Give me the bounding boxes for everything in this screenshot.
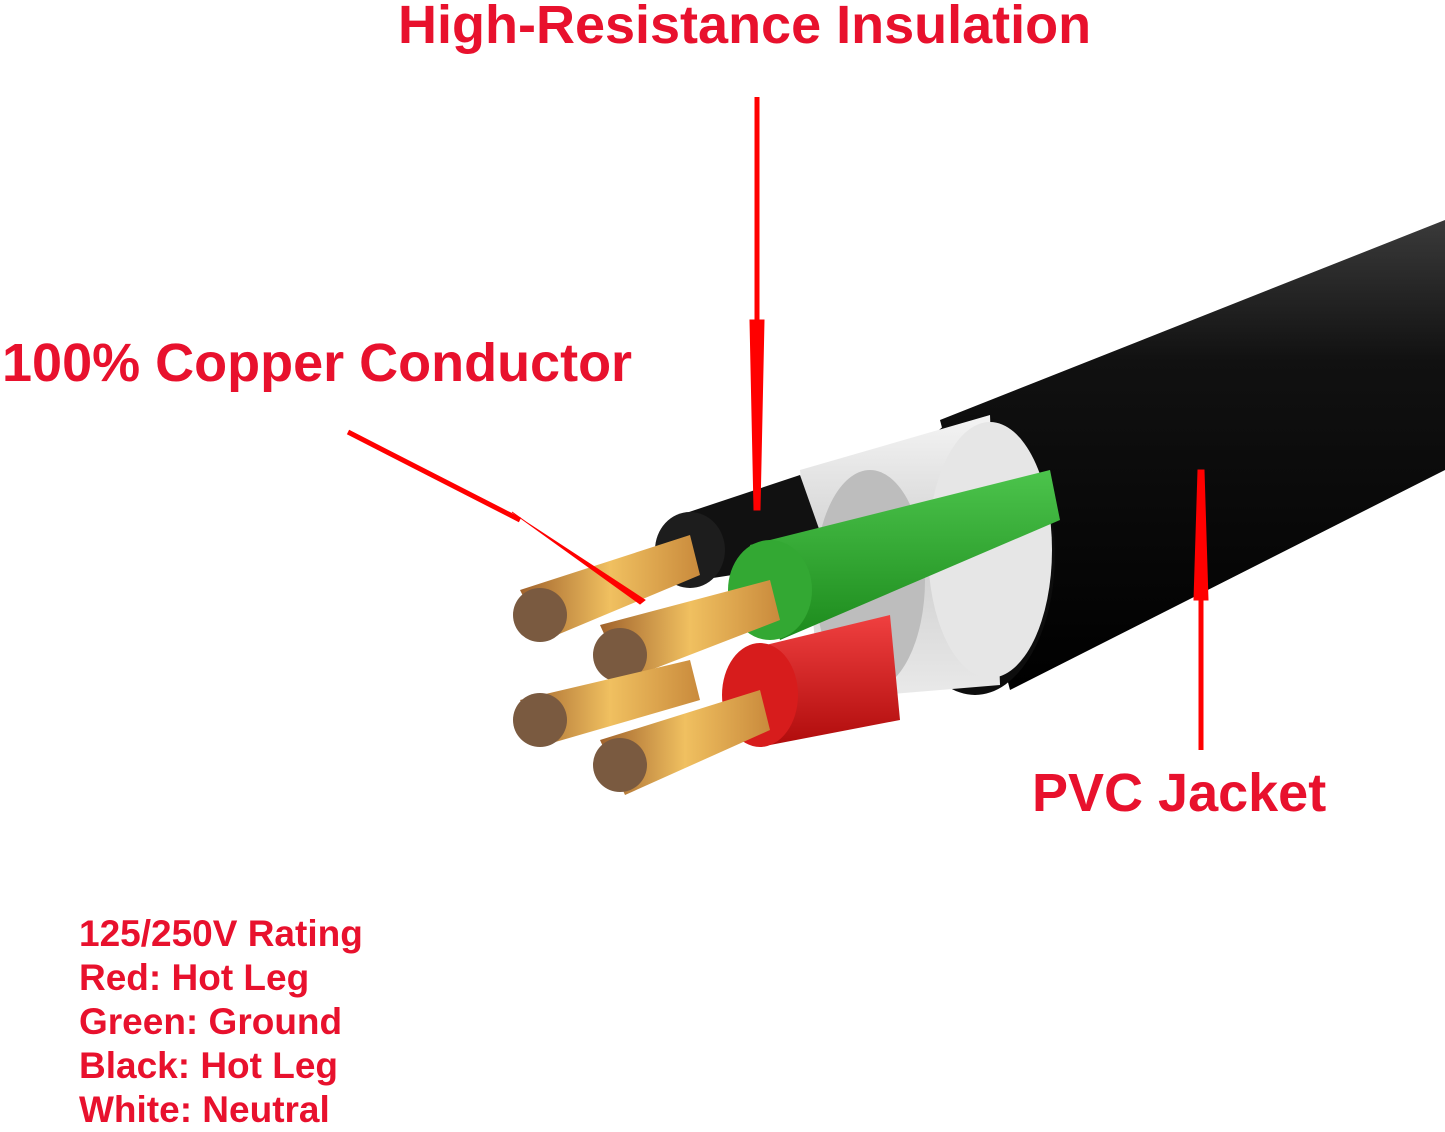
spec-green: Green: Ground xyxy=(79,1001,343,1042)
spec-black: Black: Hot Leg xyxy=(79,1045,339,1086)
conductor-label: 100% Copper Conductor xyxy=(2,333,633,393)
spec-rating: 125/250V Rating xyxy=(79,913,363,954)
jacket-arrow xyxy=(1193,469,1209,750)
copper-strands xyxy=(513,535,780,795)
insulation-arrow xyxy=(749,97,765,511)
conductor-arrow xyxy=(346,429,646,605)
spec-red: Red: Hot Leg xyxy=(79,957,310,998)
spec-white: White: Neutral xyxy=(79,1089,330,1130)
jacket-label: PVC Jacket xyxy=(1032,763,1327,823)
insulation-label: High-Resistance Insulation xyxy=(398,0,1092,55)
